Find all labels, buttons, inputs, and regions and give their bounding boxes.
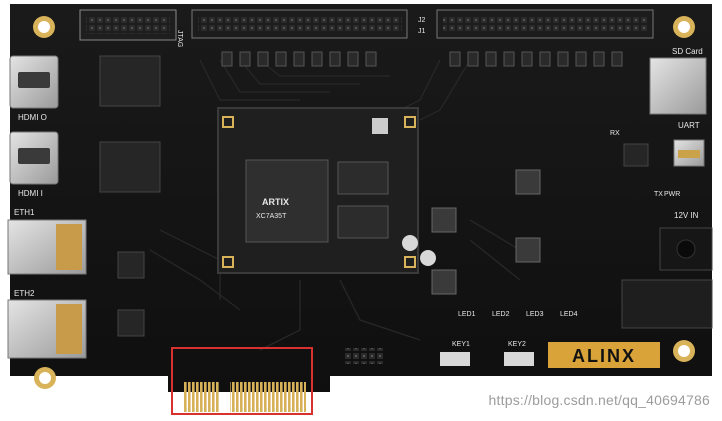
- eth2-label: ETH2: [14, 289, 35, 298]
- sd-card-label: SD Card: [672, 47, 703, 56]
- sd-card-slot: [649, 57, 707, 115]
- key1-button: [440, 352, 470, 366]
- power-input-label: 12V IN: [674, 211, 699, 220]
- arrow-marker-icon: [402, 235, 418, 251]
- key2-label: KEY2: [508, 341, 526, 348]
- led2-label: LED2: [492, 311, 510, 318]
- ddr-memory-chip-2: [337, 205, 389, 239]
- power-inductors: [431, 169, 541, 295]
- pwr-label: PWR: [664, 191, 680, 198]
- ethernet-phy-chip-1: [117, 251, 145, 279]
- reset-button: [372, 118, 388, 134]
- led4-label: LED4: [560, 311, 578, 318]
- arrow-marker-icon-2: [420, 250, 436, 266]
- resistor-array: [221, 51, 623, 67]
- expansion-header-right: [436, 9, 654, 39]
- fpga-part-text: XC7A35T: [256, 213, 287, 220]
- brand-plate: [548, 342, 660, 368]
- hdmi-in-label: HDMI I: [18, 189, 43, 198]
- uart-usb-port: [673, 139, 705, 167]
- eth1-jack: [7, 219, 87, 275]
- hdmi-out-label: HDMI O: [18, 113, 47, 122]
- ddr-memory-chip-1: [337, 161, 389, 195]
- hdmi-out-connector: [9, 55, 59, 109]
- highlight-box: [171, 347, 313, 415]
- hdmi-receiver-chip: [99, 141, 161, 193]
- usb-uart-chip: [623, 143, 649, 167]
- rx-label: RX: [610, 130, 620, 137]
- led3-label: LED3: [526, 311, 544, 318]
- mounting-holes: [33, 16, 695, 389]
- small-pin-header: [344, 348, 384, 364]
- uart-label: UART: [678, 121, 700, 130]
- hdmi-in-connector: [9, 131, 59, 185]
- header-j2-label: J2: [418, 17, 426, 24]
- key2-button: [504, 352, 534, 366]
- header-j1-label: J1: [418, 28, 426, 35]
- led1-label: LED1: [458, 311, 476, 318]
- eth2-jack: [7, 299, 87, 359]
- watermark-text: https://blog.csdn.net/qq_40694786: [488, 392, 710, 408]
- ethernet-phy-chip-2: [117, 309, 145, 337]
- tx-label: TX: [654, 191, 663, 198]
- brand-logo-text: ALINX: [572, 346, 636, 366]
- power-switch: [621, 279, 713, 329]
- power-jack: [659, 227, 713, 271]
- jtag-label: JTAG: [176, 30, 183, 47]
- jtag-header: [79, 9, 177, 41]
- fpga-brand-text: ARTIX: [262, 197, 289, 207]
- key1-label: KEY1: [452, 341, 470, 348]
- pcie-gold-fingers: [184, 382, 306, 412]
- eth1-label: ETH1: [14, 208, 35, 217]
- fpga-chip: [245, 159, 329, 243]
- expansion-header-left: [191, 9, 408, 39]
- pcb-traces: [149, 59, 521, 351]
- hdmi-transmitter-chip: [99, 55, 161, 107]
